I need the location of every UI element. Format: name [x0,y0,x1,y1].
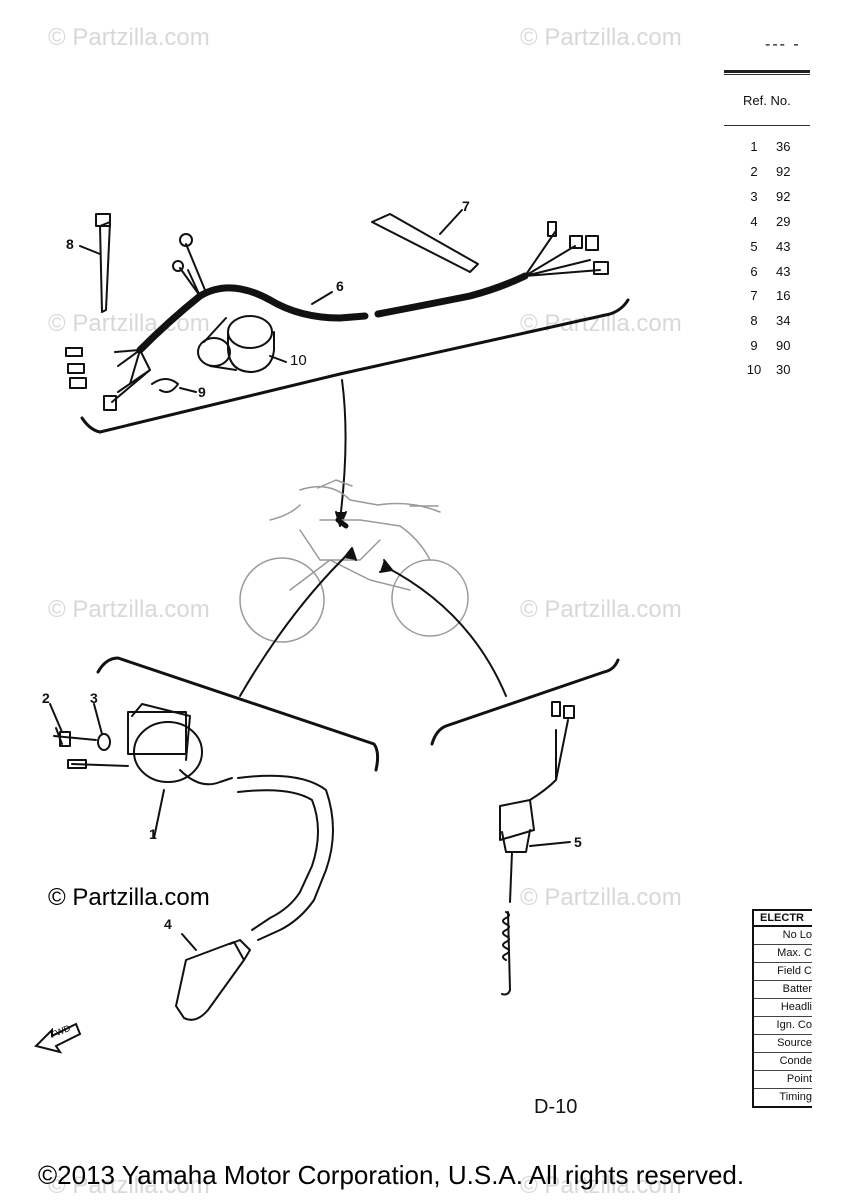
ref-num: 9 [750,338,758,353]
callout-8: 8 [66,236,74,252]
ref-no-header: Ref. No. [743,93,791,108]
part-num: 92 [776,189,791,204]
table-row: 3 92 [740,189,810,207]
watermark: © Partzilla.com [520,24,682,51]
electrical-row: Field C [754,963,812,981]
ref-num: 2 [750,164,758,179]
electrical-row: Conde [754,1053,812,1071]
table-rule [724,125,810,126]
part-num: 36 [776,139,791,154]
ref-num: 5 [750,239,758,254]
electrical-row: Ign. Co [754,1017,812,1035]
table-row: 7 16 [740,288,810,306]
partzilla-notice: © Partzilla.com [48,884,210,911]
connector-icon [65,347,83,357]
table-row: 9 90 [740,338,810,356]
table-row: 5 43 [740,239,810,257]
table-row: 10 30 [740,362,810,380]
electrical-row: Max. C [754,945,812,963]
electrical-table-title: ELECTR [754,911,812,927]
ref-num: 3 [750,189,758,204]
table-row: 2 92 [740,164,810,182]
part-num: 30 [776,362,791,377]
watermark: © Partzilla.com [520,884,682,911]
ref-num: 6 [750,264,758,279]
watermark: © Partzilla.com [520,596,682,623]
ref-num: 10 [746,362,762,377]
watermark: © Partzilla.com [48,1172,210,1199]
part-num: 29 [776,214,791,229]
callout-5: 5 [574,834,582,850]
part-num: 34 [776,313,791,328]
callout-2: 2 [42,690,50,706]
page-code: D-10 [534,1096,578,1118]
electrical-row: Timing [779,1091,812,1103]
callout-1: 1 [149,826,157,842]
callout-10: 10 [290,352,307,369]
electrical-row: Headli [754,999,812,1017]
electrical-row: No Lo [754,927,812,945]
watermark: © Partzilla.com [48,596,210,623]
ref-num: 7 [750,288,758,303]
electrical-spec-table: ELECTR No Lo Max. C Field C Batter Headl… [752,909,812,1108]
table-row: 6 43 [740,264,810,282]
copyright-notice: ©2013 Yamaha Motor Corporation, U.S.A. A… [38,1160,745,1190]
electrical-row: Batter [754,981,812,999]
table-row: 4 29 [740,214,810,232]
watermark: © Partzilla.com [48,24,210,51]
fwd-arrow-icon [34,1022,82,1054]
callout-7: 7 [462,198,470,214]
table-rule [724,74,810,75]
watermark: © Partzilla.com [520,1172,682,1199]
callout-6: 6 [336,278,344,294]
ref-num: 8 [750,313,758,328]
ref-num: 1 [750,139,758,154]
callout-4: 4 [164,916,172,932]
electrical-row: Source [754,1035,812,1053]
electrical-row: Point [754,1071,812,1089]
table-rule [724,70,810,73]
part-num: 43 [776,239,791,254]
callout-3: 3 [90,690,98,706]
callout-9: 9 [198,384,206,400]
top-dash: --- - [765,36,801,53]
table-row: 8 34 [740,313,810,331]
part-num: 16 [776,288,791,303]
table-row: 1 36 [740,139,810,157]
part-num: 90 [776,338,791,353]
part-num: 92 [776,164,791,179]
part-num: 43 [776,264,791,279]
ref-num: 4 [750,214,758,229]
